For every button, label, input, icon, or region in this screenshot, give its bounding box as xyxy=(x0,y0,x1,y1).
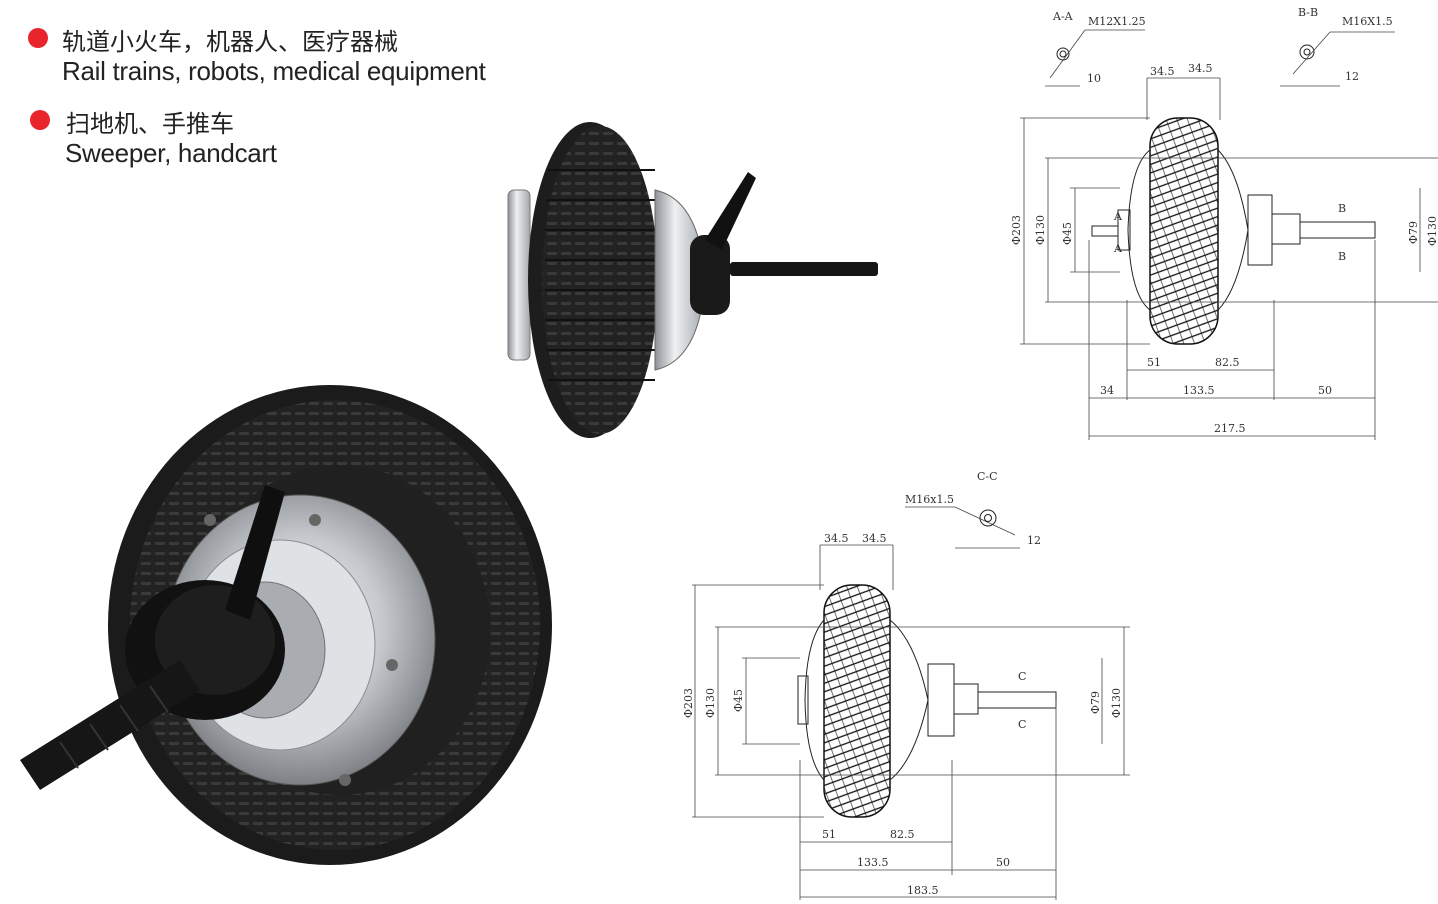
bullet-en-text: Rail trains, robots, medical equipment xyxy=(62,56,486,86)
top-a51: 51 xyxy=(1147,356,1161,369)
section-c-width: 12 xyxy=(1027,534,1041,547)
half-left: 34.5 xyxy=(1150,65,1175,78)
top-a82: 82.5 xyxy=(1215,356,1240,369)
motor-photo-side xyxy=(507,122,878,438)
top-d130-left: Φ130 xyxy=(1034,215,1047,245)
section-a-width: 10 xyxy=(1087,72,1101,85)
mark-c-top: C xyxy=(1018,670,1026,683)
bottom-d130-right: Φ130 xyxy=(1110,688,1123,718)
drawing-top: A-A M12X1.25 10 B-B M16X1.5 12 34.5 34.5 xyxy=(1010,6,1438,440)
bullet-en-text: Sweeper, handcart xyxy=(65,138,277,168)
bottom-a51: 51 xyxy=(822,828,836,841)
drawing-bottom: C-C M16x1.5 12 34.5 34.5 Φ203 Φ130 Φ4 xyxy=(682,470,1130,900)
bottom-a50: 50 xyxy=(996,856,1010,869)
bottom-half-left: 34.5 xyxy=(824,532,849,545)
bottom-d203: Φ203 xyxy=(682,688,695,718)
bottom-a82: 82.5 xyxy=(890,828,915,841)
top-a34: 34 xyxy=(1100,384,1114,397)
top-a133: 133.5 xyxy=(1183,384,1215,397)
half-right: 34.5 xyxy=(1188,62,1213,75)
section-c-thread: M16x1.5 xyxy=(905,493,954,506)
section-a-title: A-A xyxy=(1052,10,1074,23)
bottom-d130-left: Φ130 xyxy=(704,688,717,718)
mark-a-top: A xyxy=(1113,210,1123,223)
bottom-total: 183.5 xyxy=(907,884,939,897)
top-d79: Φ79 xyxy=(1407,221,1420,244)
section-a-thread: M12X1.25 xyxy=(1088,15,1146,28)
bottom-d45: Φ45 xyxy=(732,689,745,712)
mark-a-bottom: A xyxy=(1113,242,1123,255)
bullet-dot-icon xyxy=(28,28,48,48)
bullet-cn-text: 扫地机、手推车 xyxy=(66,110,234,138)
mark-b-bottom: B xyxy=(1338,250,1346,263)
mark-c-bottom: C xyxy=(1018,718,1026,731)
section-b-width: 12 xyxy=(1345,70,1359,83)
top-total: 217.5 xyxy=(1214,422,1246,435)
top-d203: Φ203 xyxy=(1010,215,1023,245)
bullet-dot-icon xyxy=(30,110,50,130)
mark-b-top: B xyxy=(1338,202,1346,215)
top-d45: Φ45 xyxy=(1061,222,1074,245)
top-a50: 50 xyxy=(1318,384,1332,397)
section-b-thread: M16X1.5 xyxy=(1342,15,1393,28)
bottom-d79: Φ79 xyxy=(1089,691,1102,714)
motor-photo-front xyxy=(20,385,552,865)
section-b-title: B-B xyxy=(1298,6,1318,19)
top-d130-right: Φ130 xyxy=(1426,216,1438,246)
bottom-a133: 133.5 xyxy=(857,856,889,869)
bottom-half-right: 34.5 xyxy=(862,532,887,545)
section-c-title: C-C xyxy=(977,470,998,483)
bullet-cn-text: 轨道小火车，机器人、医疗器械 xyxy=(62,28,398,56)
